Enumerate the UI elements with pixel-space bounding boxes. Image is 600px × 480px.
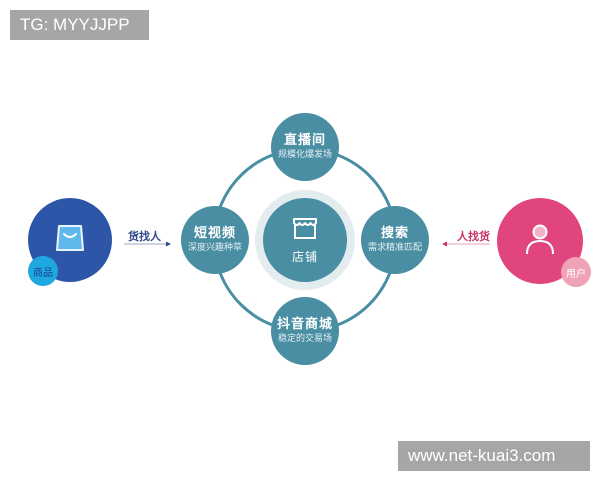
badge-label: 用户 xyxy=(566,268,586,280)
node-subtitle: 深度兴趣种草 xyxy=(187,243,242,253)
node-subtitle: 稳定的交易场 xyxy=(277,334,332,344)
node-live-room[interactable]: 直播间 规模化爆发场 xyxy=(271,113,339,181)
user-icon xyxy=(523,222,557,260)
watermark-top-left: TG: MYYJJPP xyxy=(10,10,149,40)
user-badge: 用户 xyxy=(561,257,591,287)
watermark-bottom-right: www.net-kuai3.com xyxy=(398,441,590,471)
center-label: 店铺 xyxy=(291,249,318,264)
shopping-bag-icon xyxy=(55,224,85,256)
node-title: 抖音商城 xyxy=(276,317,333,332)
flow-label-people-find-goods: 人找货 xyxy=(457,230,490,243)
node-title: 短视频 xyxy=(193,226,236,241)
arrow-left-icon xyxy=(442,241,490,247)
arrow-right-icon xyxy=(124,241,171,247)
node-short-video[interactable]: 短视频 深度兴趣种草 xyxy=(181,206,249,274)
node-title: 搜索 xyxy=(380,226,409,241)
center-node-store[interactable]: 店铺 xyxy=(263,198,347,282)
node-douyin-mall[interactable]: 抖音商城 稳定的交易场 xyxy=(271,297,339,365)
flow-label-goods-find-people: 货找人 xyxy=(128,230,161,243)
product-circle[interactable] xyxy=(28,198,112,282)
node-subtitle: 规模化爆发场 xyxy=(277,150,332,160)
storefront-icon xyxy=(291,216,319,244)
badge-label: 商品 xyxy=(33,267,53,279)
node-search[interactable]: 搜索 需求精准匹配 xyxy=(361,206,429,274)
node-subtitle: 需求精准匹配 xyxy=(367,243,422,253)
product-badge: 商品 xyxy=(28,256,58,286)
node-title: 直播间 xyxy=(283,133,326,148)
